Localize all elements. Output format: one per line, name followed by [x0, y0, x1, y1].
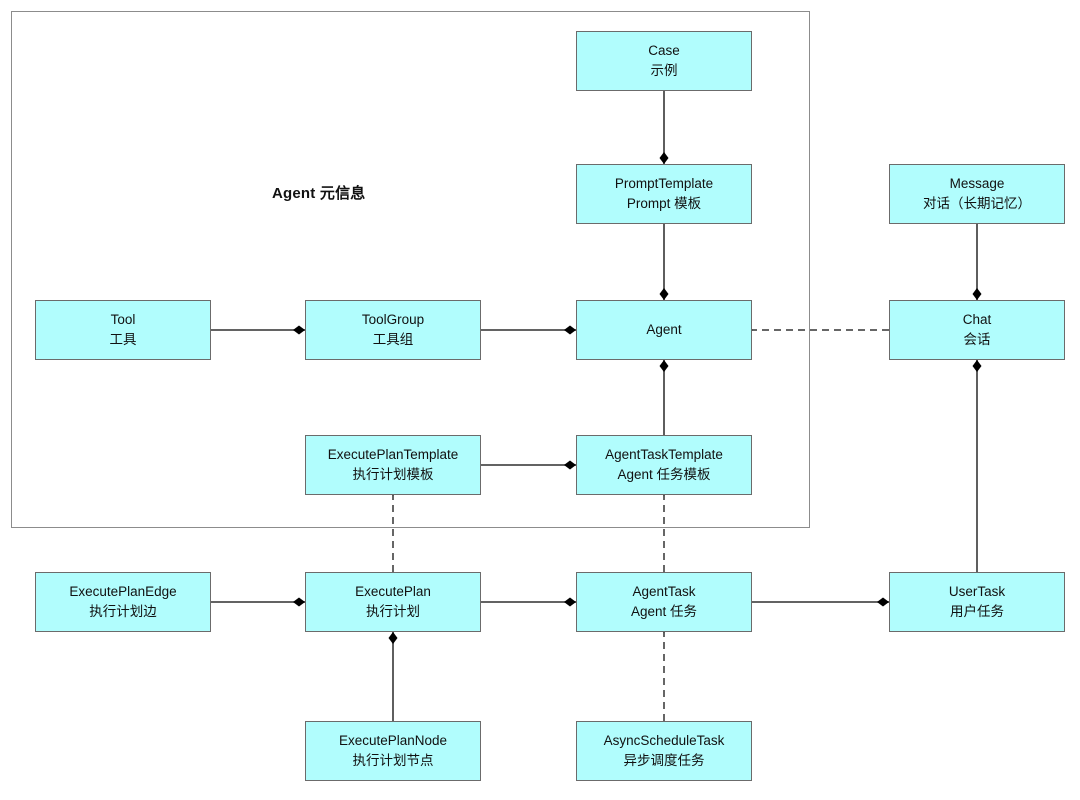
edge-async-schedule-task-to-agent-task — [657, 622, 671, 721]
node-label-en: Chat — [962, 312, 992, 328]
node-execute-plan-edge[interactable]: ExecutePlanEdge 执行计划边 — [35, 572, 211, 632]
edge-execute-plan-to-agent-task — [481, 597, 576, 607]
node-case[interactable]: Case 示例 — [576, 31, 752, 91]
node-label-en: UserTask — [948, 584, 1006, 600]
node-label-zh: Agent 任务 — [630, 604, 698, 619]
node-chat[interactable]: Chat 会话 — [889, 300, 1065, 360]
node-label-en: ExecutePlanNode — [338, 733, 448, 749]
node-label-zh: 示例 — [650, 63, 678, 78]
node-label-zh: 工具 — [109, 332, 137, 347]
node-label-en: Agent — [646, 322, 682, 338]
node-label-zh: 执行计划边 — [89, 604, 157, 619]
node-label-zh: 工具组 — [372, 332, 414, 347]
edge-execute-plan-node-to-execute-plan — [388, 632, 398, 721]
node-label-en: ExecutePlanTemplate — [327, 447, 459, 463]
node-label-zh: Agent 任务模板 — [617, 467, 711, 482]
node-label-en: Case — [648, 43, 680, 59]
edge-agent-task-to-user-task — [752, 597, 889, 607]
node-label-en: ExecutePlanEdge — [69, 584, 177, 600]
node-label-zh: 执行计划 — [366, 604, 420, 619]
node-label-en: Message — [949, 176, 1005, 192]
node-label-en: Tool — [110, 312, 136, 328]
node-tool-group[interactable]: ToolGroup 工具组 — [305, 300, 481, 360]
node-agent[interactable]: Agent — [576, 300, 752, 360]
node-label-en: AgentTask — [632, 584, 696, 600]
node-label-zh: 会话 — [963, 332, 991, 347]
edge-execute-plan-edge-to-execute-plan — [211, 597, 305, 607]
node-label-zh: Prompt 模板 — [626, 196, 702, 211]
node-label-en: ExecutePlan — [355, 584, 431, 600]
node-execute-plan-template[interactable]: ExecutePlanTemplate 执行计划模板 — [305, 435, 481, 495]
node-label-zh: 对话（长期记忆） — [923, 196, 1031, 211]
node-tool[interactable]: Tool 工具 — [35, 300, 211, 360]
node-async-schedule-task[interactable]: AsyncScheduleTask 异步调度任务 — [576, 721, 752, 781]
edge-message-to-chat — [972, 224, 982, 300]
node-label-zh: 执行计划节点 — [352, 753, 434, 768]
node-user-task[interactable]: UserTask 用户任务 — [889, 572, 1065, 632]
node-label-en: ToolGroup — [361, 312, 425, 328]
agent-meta-group-box — [11, 11, 810, 528]
node-label-en: AgentTaskTemplate — [605, 447, 723, 463]
agent-meta-group-label: Agent 元信息 — [272, 185, 366, 202]
edge-user-task-to-chat — [972, 360, 982, 572]
node-label-zh: 用户任务 — [950, 604, 1004, 619]
node-label-en: PromptTemplate — [614, 176, 714, 192]
node-message[interactable]: Message 对话（长期记忆） — [889, 164, 1065, 224]
node-execute-plan-node[interactable]: ExecutePlanNode 执行计划节点 — [305, 721, 481, 781]
node-label-en: AsyncScheduleTask — [603, 733, 725, 749]
node-label-zh: 执行计划模板 — [352, 467, 434, 482]
node-execute-plan[interactable]: ExecutePlan 执行计划 — [305, 572, 481, 632]
node-label-zh: 异步调度任务 — [623, 753, 705, 768]
